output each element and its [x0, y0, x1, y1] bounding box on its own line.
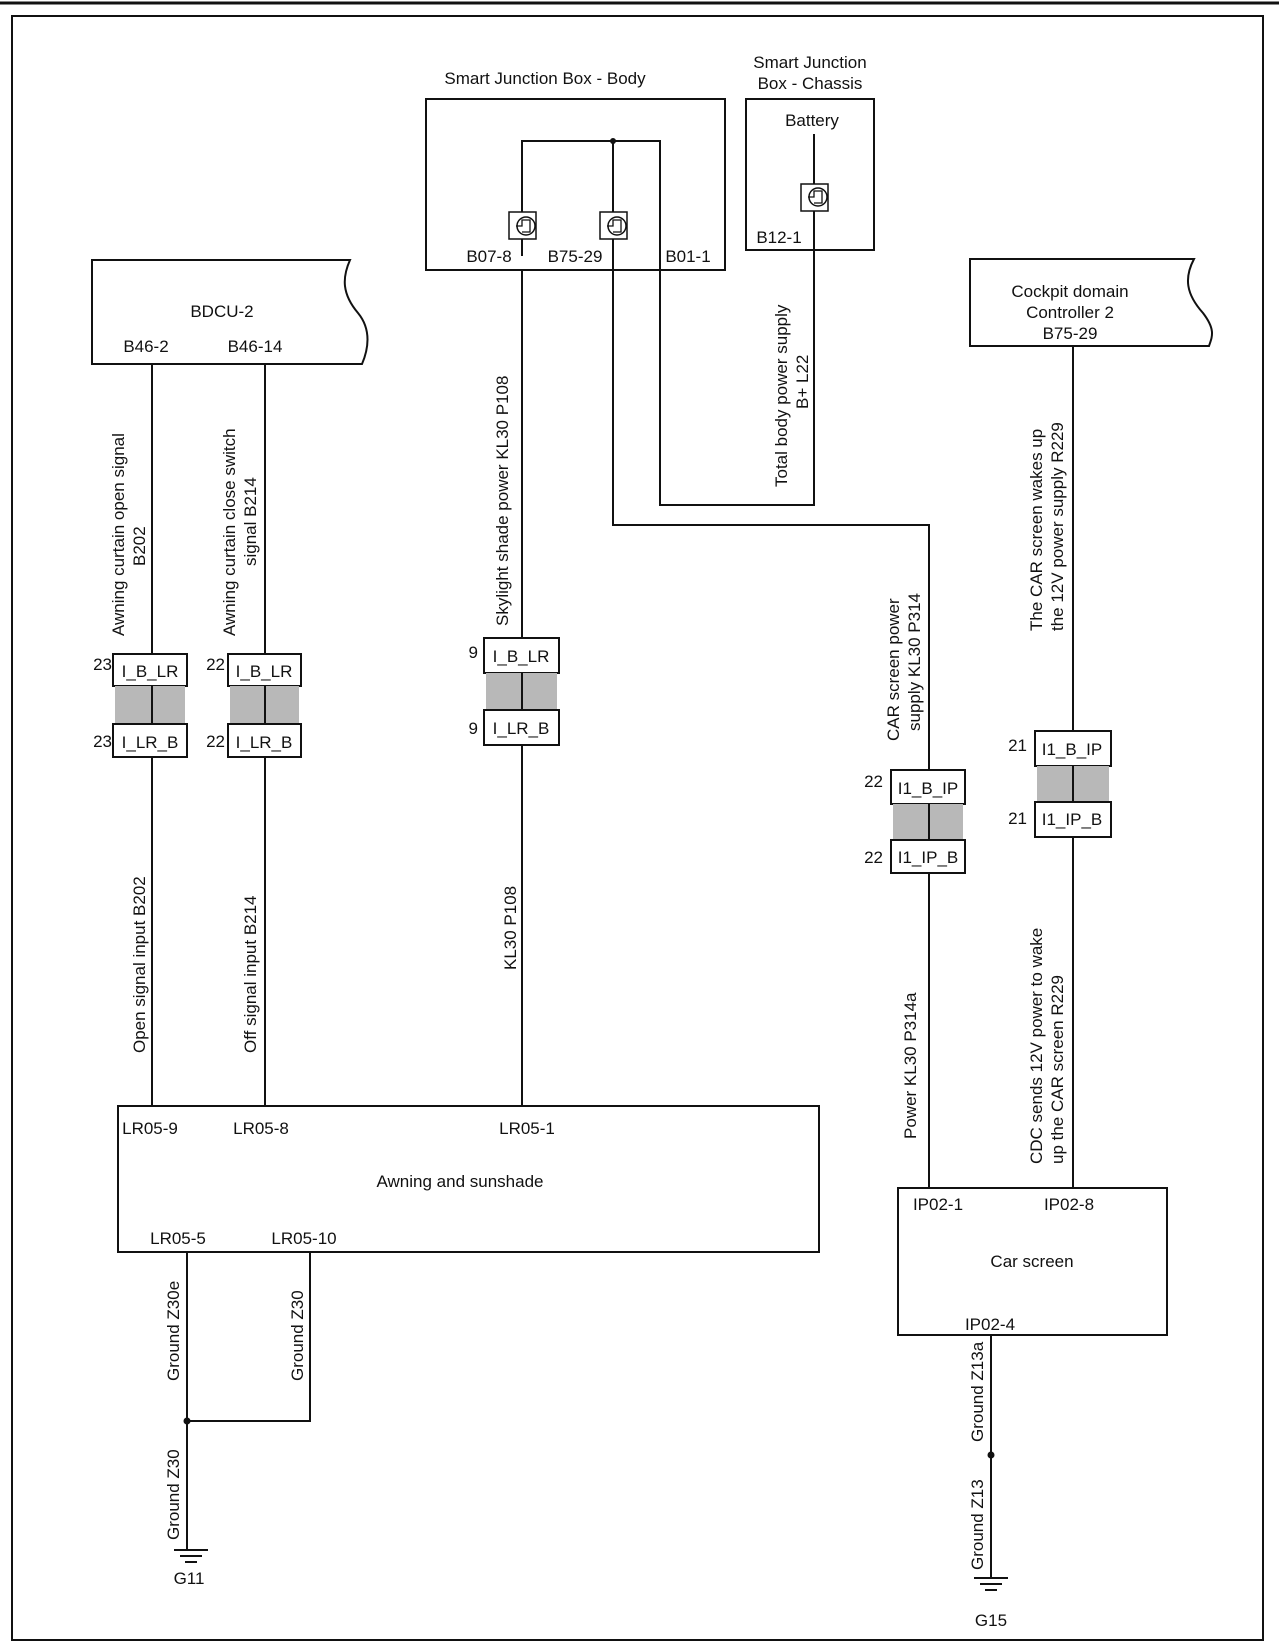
splice-icon — [987, 1451, 995, 1459]
wire-label: KL30 P108 — [501, 886, 520, 970]
bdcu-title: BDCU-2 — [190, 302, 253, 321]
wire-label: Ground Z30 — [288, 1290, 307, 1381]
connector-label: I_LR_B — [236, 733, 293, 752]
connector-pin: 21 — [1008, 736, 1027, 755]
wire-label: Total body power supply — [772, 304, 791, 487]
ground-label: G11 — [174, 1569, 205, 1588]
connector-label: I_LR_B — [493, 719, 550, 738]
wire-label: Ground Z13 — [968, 1479, 987, 1570]
wire-label: up the CAR screen R229 — [1048, 975, 1067, 1164]
pin-label: LR05-10 — [271, 1229, 336, 1248]
fuse-icon — [599, 211, 628, 240]
fuse-icon — [508, 211, 537, 240]
connector-label: I1_B_IP — [898, 779, 959, 798]
sjb-chassis-title-2: Box - Chassis — [758, 74, 863, 93]
pin-label: IP02-1 — [913, 1195, 963, 1214]
connector-pin: 23 — [93, 732, 112, 751]
wire-label: supply KL30 P314 — [905, 593, 924, 731]
wire-label: CAR screen power — [884, 598, 903, 741]
pin-label: B46-2 — [123, 337, 168, 356]
pin-label: IP02-4 — [965, 1315, 1015, 1334]
connector-pin: 22 — [864, 848, 883, 867]
connector-pin: 23 — [93, 655, 112, 674]
connector-label: I_B_LR — [236, 662, 293, 681]
sjb-chassis-title-1: Smart Junction — [753, 53, 866, 72]
sjb-chassis: Smart Junction Box - Chassis Battery B12… — [745, 53, 875, 251]
wire-label: Open signal input B202 — [130, 876, 149, 1053]
connector-label: I_LR_B — [122, 733, 179, 752]
wire-label: Ground Z30 — [164, 1449, 183, 1540]
connector-label: I1_IP_B — [1042, 810, 1103, 829]
wire-label: CDC sends 12V power to wake — [1027, 928, 1046, 1164]
connector-label: I1_IP_B — [898, 848, 959, 867]
wire-label: Awning curtain close switch — [220, 428, 239, 636]
wire-label: The CAR screen wakes up — [1027, 429, 1046, 631]
pin-label: LR05-5 — [150, 1229, 206, 1248]
connector-pin: 22 — [206, 732, 225, 751]
connector-c3: 9 I_B_LR I_LR_B 9 — [469, 637, 560, 746]
wire-label: Off signal input B214 — [241, 895, 260, 1053]
pin-label: B75-29 — [1043, 324, 1098, 343]
battery-label: Battery — [785, 111, 839, 130]
cdc-title-2: Controller 2 — [1026, 303, 1114, 322]
connector-pin: 22 — [864, 772, 883, 791]
car-screen-module: IP02-1 IP02-8 Car screen IP02-4 — [897, 1187, 1168, 1336]
pin-label: LR05-8 — [233, 1119, 289, 1138]
connector-pin: 9 — [469, 643, 478, 662]
wire-label: Skylight shade power KL30 P108 — [493, 376, 512, 626]
connector-c2: 22 I_B_LR I_LR_B 22 — [206, 653, 302, 758]
connector-c4: 22 I1_B_IP I1_IP_B 22 — [864, 769, 966, 874]
bdcu-2: BDCU-2 B46-2 B46-14 — [91, 259, 369, 365]
wire-label: the 12V power supply R229 — [1048, 422, 1067, 631]
pin-label: B07-8 — [466, 247, 511, 266]
sjb-body: Smart Junction Box - Body B07-8 B75-29 B… — [425, 69, 726, 271]
cockpit-domain-controller: Cockpit domain Controller 2 B75-29 — [969, 258, 1213, 347]
wire-label: Power KL30 P314a — [901, 992, 920, 1139]
wire-label: signal B214 — [241, 477, 260, 566]
connector-pin: 21 — [1008, 809, 1027, 828]
wire-label: Ground Z13a — [968, 1341, 987, 1442]
connector-pin: 22 — [206, 655, 225, 674]
wire-label: B202 — [130, 526, 149, 566]
splice-icon — [183, 1417, 191, 1425]
sjb-body-title: Smart Junction Box - Body — [444, 69, 646, 88]
pin-label: IP02-8 — [1044, 1195, 1094, 1214]
connector-label: I1_B_IP — [1042, 740, 1103, 759]
connector-pin: 9 — [469, 719, 478, 738]
connector-label: I_B_LR — [122, 662, 179, 681]
wire — [612, 256, 930, 773]
connector-label: I_B_LR — [493, 647, 550, 666]
car-screen-title: Car screen — [990, 1252, 1073, 1271]
pin-label: B75-29 — [548, 247, 603, 266]
awning-title: Awning and sunshade — [377, 1172, 544, 1191]
cdc-title-1: Cockpit domain — [1011, 282, 1128, 301]
wire-label: Awning curtain open signal — [109, 433, 128, 636]
wire-label: B+ L22 — [793, 355, 812, 409]
awning-sunshade-module: LR05-9 LR05-8 LR05-1 Awning and sunshade… — [117, 1105, 820, 1253]
ground-label: G15 — [975, 1611, 1007, 1630]
ground-icon — [974, 1577, 1008, 1591]
ground-icon — [174, 1549, 208, 1563]
diagram-frame — [11, 15, 1264, 1641]
pin-label: LR05-1 — [499, 1119, 555, 1138]
pin-label: LR05-9 — [122, 1119, 178, 1138]
pin-label: B46-14 — [228, 337, 283, 356]
fuse-icon — [800, 183, 829, 212]
wire — [187, 1252, 311, 1422]
connector-c1: 23 I_B_LR I_LR_B 23 — [93, 653, 188, 758]
connector-c5: 21 I1_B_IP I1_IP_B 21 — [1008, 730, 1112, 838]
pin-label: B01-1 — [665, 247, 710, 266]
pin-label: B12-1 — [756, 228, 801, 247]
wire — [659, 250, 815, 506]
wire-label: Ground Z30e — [164, 1281, 183, 1381]
